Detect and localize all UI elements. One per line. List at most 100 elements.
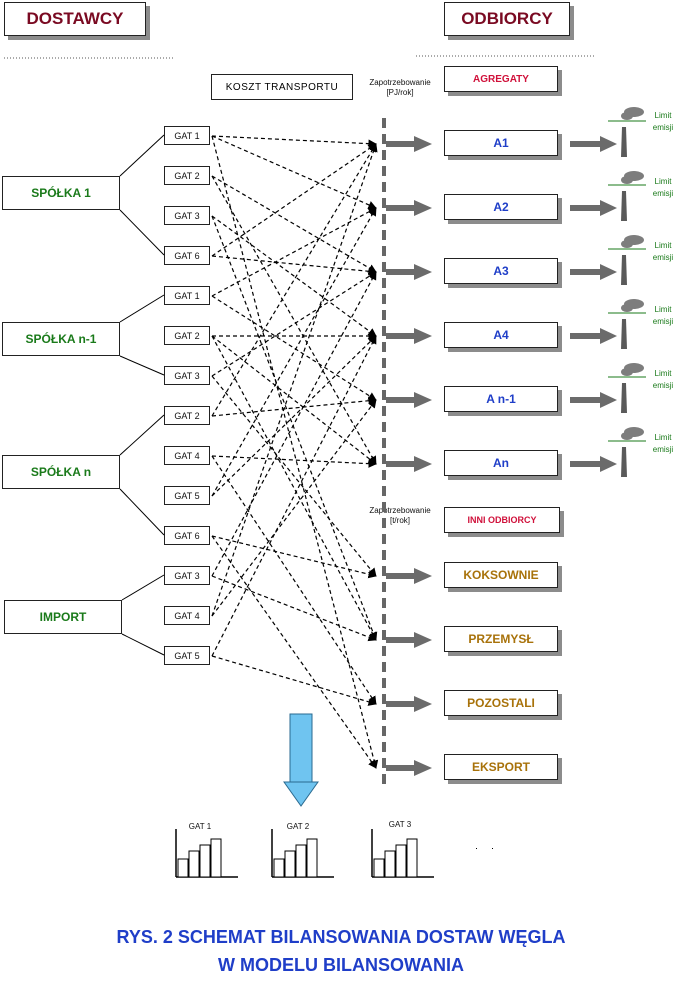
flow-arrow: [211, 215, 378, 641]
unit-a2: A2: [444, 194, 558, 220]
emission-arrow: [570, 141, 600, 147]
flow-arrow: [211, 455, 377, 705]
demand-energy-label: Zapotrzebowanie [PJ/rok]: [369, 78, 431, 97]
demand-arrow: [386, 141, 414, 147]
smoke-cloud-icon: [621, 176, 633, 184]
chart-bar: [295, 844, 307, 878]
emission-arrow-head: [600, 456, 617, 472]
flow-arrow: [211, 335, 377, 657]
smoke-cloud-icon: [621, 240, 633, 248]
unit-a4: A4: [444, 322, 558, 348]
gat-box: GAT 3: [164, 566, 210, 585]
flow-arrow: [211, 335, 377, 497]
gat-box: GAT 1: [164, 126, 210, 145]
demand-arrow: [386, 765, 414, 771]
flow-arrow: [211, 143, 377, 257]
emission-arrow: [570, 461, 600, 467]
demand-arrow-head: [414, 760, 432, 776]
chart-label-gat3: GAT 3: [388, 820, 412, 829]
supplier-import: IMPORT: [4, 600, 122, 634]
demand-mass-label: Zapotrzebowanie [t/rok]: [369, 506, 431, 525]
gat-box: GAT 4: [164, 446, 210, 465]
chart-bar: [188, 850, 200, 878]
figure-caption-line1: RYS. 2 SCHEMAT BILANSOWANIA DOSTAW WĘGLA: [116, 927, 566, 947]
demand-arrow: [386, 269, 414, 275]
flow-arrow: [211, 575, 377, 642]
smokestack-icon: [621, 127, 627, 157]
gat-box: GAT 6: [164, 526, 210, 545]
flow-arrow: [211, 455, 377, 468]
consumer-przemysl: PRZEMYSŁ: [444, 626, 558, 652]
chart-bar: [306, 838, 318, 878]
flow-arrow: [211, 335, 377, 465]
group-inni-odbiorcy: INNI ODBIORCY: [444, 507, 560, 533]
chart-bar: [284, 850, 296, 878]
flow-arrow: [211, 655, 377, 706]
flow-arrow: [211, 295, 377, 401]
chart-bar: [406, 838, 418, 878]
gat-bar-charts: [175, 829, 434, 878]
demand-arrow-head: [414, 456, 432, 472]
emission-arrow: [570, 205, 600, 211]
smoke-cloud-icon: [621, 112, 633, 120]
demand-arrow-head: [414, 632, 432, 648]
smoke-cloud-icon: [621, 304, 633, 312]
smokestack-icon: [621, 383, 627, 413]
consumer-eksport: EKSPORT: [444, 754, 558, 780]
smoke-cloud-icon: [621, 432, 633, 440]
smoke-cloud-icon: [621, 368, 633, 376]
gat-box: GAT 4: [164, 606, 210, 625]
gat-box: GAT 3: [164, 366, 210, 385]
supplier-branch-lines: [119, 134, 165, 656]
consumer-koksownie: KOKSOWNIE: [444, 562, 558, 588]
flow-arrow: [211, 396, 377, 417]
supplier-spolka-1: SPÓŁKA 1: [2, 176, 120, 210]
emission-arrow: [570, 269, 600, 275]
unit-an-1: A n-1: [444, 386, 558, 412]
demand-arrow-head: [414, 328, 432, 344]
chart-label-gat1: GAT 1: [188, 822, 212, 831]
demand-arrow: [386, 461, 414, 467]
chart-bar: [199, 844, 211, 878]
flow-arrow: [211, 207, 377, 497]
transport-cost-box: KOSZT TRANSPORTU: [211, 74, 353, 100]
down-arrow-icon: [283, 713, 319, 807]
gat-box: GAT 5: [164, 646, 210, 665]
demand-arrow-head: [414, 264, 432, 280]
emission-arrow: [570, 333, 600, 339]
emission-stacks: [570, 107, 646, 477]
chart-bar: [395, 844, 407, 878]
emission-arrow-head: [600, 328, 617, 344]
emission-limit-label: Limit emisji: [652, 305, 674, 326]
consumer-pozostali: POZOSTALI: [444, 690, 558, 716]
gat-box: GAT 2: [164, 166, 210, 185]
demand-arrows: [386, 136, 432, 776]
chart-bar: [177, 858, 189, 878]
gat-box: GAT 1: [164, 286, 210, 305]
figure-caption-line2: W MODELU BILANSOWANIA: [218, 955, 464, 975]
flow-arrow: [211, 215, 377, 337]
gat-box: GAT 3: [164, 206, 210, 225]
demand-arrow-head: [414, 200, 432, 216]
flow-arrow: [211, 135, 379, 769]
gat-box: GAT 6: [164, 246, 210, 265]
flow-arrow: [211, 175, 377, 465]
flow-arrows: [211, 135, 379, 769]
supplier-spolka-n: SPÓŁKA n: [2, 455, 120, 489]
unit-an: An: [444, 450, 558, 476]
gat-box: GAT 2: [164, 406, 210, 425]
suppliers-title: DOSTAWCY: [4, 2, 146, 36]
demand-arrow: [386, 701, 414, 707]
demand-arrow: [386, 397, 414, 403]
demand-arrow-head: [414, 696, 432, 712]
chart-bar: [384, 850, 396, 878]
chart-label-gat2: GAT 2: [286, 822, 310, 831]
flow-arrow: [211, 255, 377, 276]
flow-arrow: [211, 143, 377, 417]
emission-arrow-head: [600, 136, 617, 152]
smokestack-icon: [621, 447, 627, 477]
supplier-spolka-n-1: SPÓŁKA n-1: [2, 322, 120, 356]
gat-box: GAT 2: [164, 326, 210, 345]
flow-arrow: [211, 271, 377, 577]
